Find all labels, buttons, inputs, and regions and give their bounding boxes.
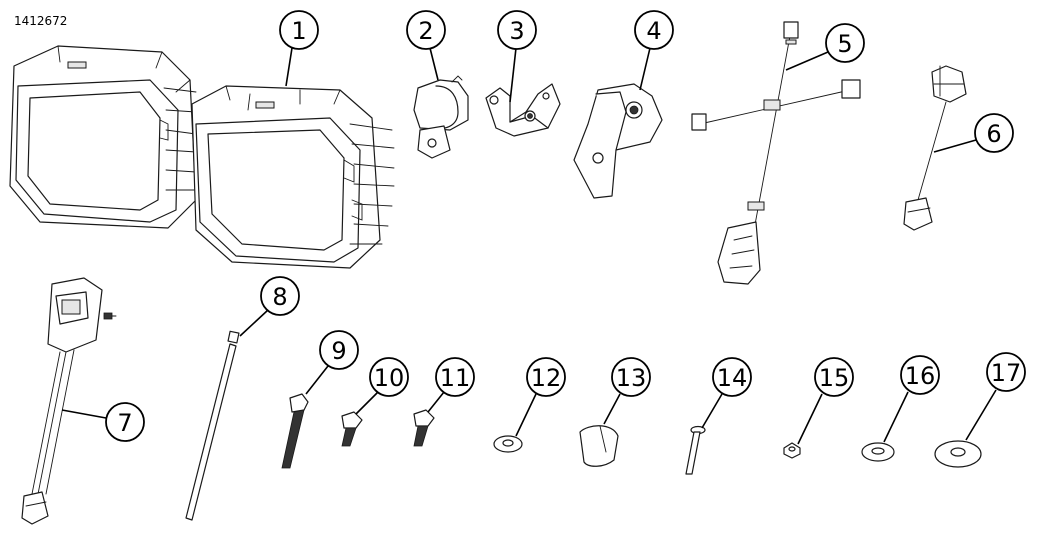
part-11-screw [413,409,435,447]
callout-13-label: 13 [616,364,647,392]
leader-12 [515,393,537,437]
callout-17: 17 [986,352,1026,392]
callout-14-label: 14 [717,364,748,392]
callout-15-label: 15 [819,364,850,392]
callout-9: 9 [319,330,359,370]
callout-6: 6 [974,113,1014,153]
callout-10-label: 10 [374,364,405,392]
part-17-washer [934,440,982,468]
leader-4 [639,47,651,91]
callout-12-label: 12 [531,364,562,392]
callout-17-label: 17 [991,359,1022,387]
part-3-bracket [485,83,561,137]
document-number: 1412672 [14,14,67,28]
callout-11-label: 11 [440,364,471,392]
callout-6-label: 6 [986,120,1001,148]
part-5-harness [691,21,861,285]
part-4-bracket [573,83,663,199]
leader-16 [883,391,909,443]
callout-3-label: 3 [509,17,524,45]
callout-16-label: 16 [905,362,936,390]
part-1-lamps [9,45,395,269]
leader-9 [305,365,329,395]
callout-4: 4 [634,10,674,50]
part-16-washer [861,442,895,462]
callout-11: 11 [435,357,475,397]
leader-14 [701,393,723,429]
leader-6 [933,139,977,153]
leader-lines [61,47,997,445]
leader-3 [509,47,517,103]
part-14-pin [685,425,706,475]
part-10-screw [341,411,363,447]
part-15-nut [783,442,801,459]
leader-11 [427,391,445,413]
callouts: 1 2 3 4 5 6 7 8 9 10 11 12 13 14 15 16 1… [105,10,1026,442]
callout-16: 16 [900,355,940,395]
leader-1 [285,47,293,87]
callout-10: 10 [369,357,409,397]
leader-13 [603,393,621,425]
callout-7-label: 7 [117,409,132,437]
callout-15: 15 [814,357,854,397]
callout-9-label: 9 [331,337,346,365]
part-13-sleeve [579,425,619,467]
callout-5: 5 [825,23,865,63]
leader-5 [785,51,829,71]
leader-15 [797,393,823,445]
callout-2-label: 2 [418,17,433,45]
part-12-washer [493,435,523,453]
callout-5-label: 5 [837,30,852,58]
leader-17 [965,389,997,441]
callout-8: 8 [260,276,300,316]
leader-8 [239,309,269,337]
callout-13: 13 [611,357,651,397]
part-2-clamp [413,75,469,159]
leader-10 [355,391,379,415]
part-7-switch [21,277,117,525]
callout-3: 3 [497,10,537,50]
callout-8-label: 8 [272,283,287,311]
callout-14: 14 [712,357,752,397]
leader-2 [429,47,439,81]
part-6-jumper [903,65,967,231]
part-8-cable-tie [185,330,240,521]
callout-12: 12 [526,357,566,397]
callout-2: 2 [406,10,446,50]
callout-1: 1 [279,10,319,50]
part-9-bolt [281,393,309,469]
callout-1-label: 1 [291,17,306,45]
callout-4-label: 4 [646,17,661,45]
leader-7 [61,409,107,419]
callout-7: 7 [105,402,145,442]
